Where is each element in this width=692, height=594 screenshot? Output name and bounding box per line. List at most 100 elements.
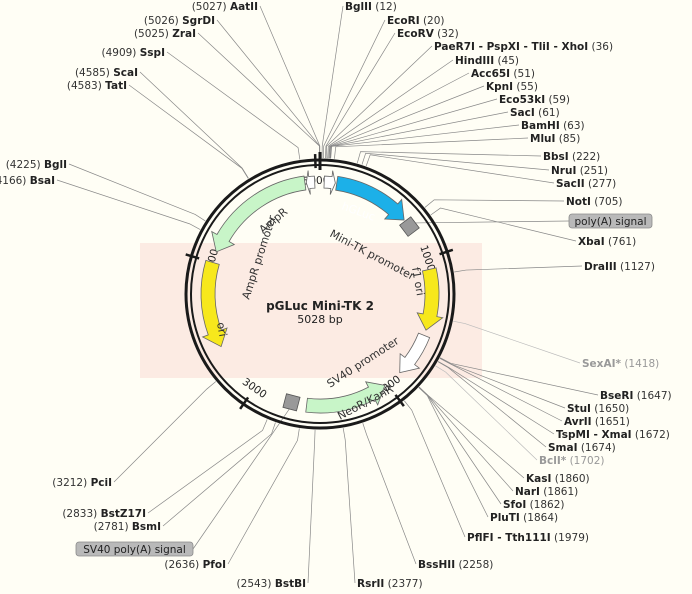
site-position: (1864) <box>520 512 558 524</box>
site-name: SspI <box>140 47 165 59</box>
leader-bcli <box>435 365 538 461</box>
site-aatii: (5027) AatII <box>192 1 258 13</box>
site-position: (1672) <box>632 429 670 441</box>
site-position: (32) <box>434 28 459 40</box>
site-position: (4166) <box>0 175 30 187</box>
site-kpni: KpnI (55) <box>486 81 538 93</box>
site-smai: SmaI (1674) <box>548 442 616 454</box>
leader-ecorv <box>325 32 396 159</box>
site-name: EcoRI <box>387 15 420 27</box>
site-label: SmaI (1674) <box>548 442 616 454</box>
site-name: PluTI <box>490 512 520 524</box>
site-name: BglI <box>44 159 67 171</box>
leader-bseri <box>440 357 599 396</box>
site-position: (1979) <box>551 532 589 544</box>
site-nrui: NruI (251) <box>551 165 608 177</box>
site-name: BseRI <box>600 390 633 402</box>
site-label: RsrII (2377) <box>357 578 423 590</box>
site-ecorv: EcoRV (32) <box>397 28 459 40</box>
site-name: ScaI <box>113 67 138 79</box>
site-position: (1702) <box>566 455 604 467</box>
site-label: Acc65I (51) <box>471 68 535 80</box>
site-name: MluI <box>530 133 555 145</box>
site-bsshii: BssHII (2258) <box>418 559 493 571</box>
site-bsmi: (2781) BsmI <box>94 521 161 533</box>
site-label: (4583) TatI <box>67 80 127 92</box>
leader-pluti <box>418 387 489 518</box>
site-sacii: SacII (277) <box>556 178 616 190</box>
site-position: (1647) <box>633 390 671 402</box>
tick-2000 <box>394 394 405 407</box>
site-position: (1127) <box>617 261 655 273</box>
site-position: (2258) <box>455 559 493 571</box>
site-label: (2636) PfoI <box>164 559 226 571</box>
site-name: PciI <box>91 477 112 489</box>
site-name: NruI <box>551 165 576 177</box>
site-position: (61) <box>535 107 560 119</box>
leader-pflfi-tth111i <box>404 400 466 538</box>
leader-eco53ki <box>329 98 498 159</box>
leader-mlui <box>334 137 529 159</box>
leader-bamhi <box>330 124 520 159</box>
site-pluti: PluTI (1864) <box>490 512 558 524</box>
site-sfoi: SfoI (1862) <box>503 499 565 511</box>
site-label: BssHII (2258) <box>418 559 493 571</box>
site-name: KasI <box>526 473 551 485</box>
plasmid-name: pGLuc Mini-TK 2 <box>266 299 374 313</box>
leader-xbai <box>430 207 577 242</box>
site-label: NotI (705) <box>566 196 623 208</box>
leader-avrii <box>439 357 563 422</box>
site-label: XbaI (761) <box>578 236 636 248</box>
site-label: SfoI (1862) <box>503 499 565 511</box>
leader-bglii <box>321 5 344 159</box>
site-name: BsaI <box>30 175 55 187</box>
boxed-label-text: SV40 poly(A) signal <box>83 544 186 556</box>
site-name: KpnI <box>486 81 513 93</box>
feature-mini-tk-promoter <box>323 170 336 195</box>
site-bglii: BglII (12) <box>345 1 397 13</box>
site-position: (1651) <box>592 416 630 428</box>
site-name: BsmI <box>132 521 161 533</box>
site-stui: StuI (1650) <box>567 403 629 415</box>
site-position: (222) <box>569 151 601 163</box>
site-position: (85) <box>555 133 580 145</box>
site-ecori: EcoRI (20) <box>387 15 445 27</box>
site-position: (5025) <box>134 28 172 40</box>
site-saci: SacI (61) <box>510 107 560 119</box>
site-label: (4909) SspI <box>101 47 165 59</box>
leader-saci <box>330 111 509 159</box>
site-label: BclI* (1702) <box>539 455 605 467</box>
site-position: (705) <box>591 196 623 208</box>
site-bstz17i: (2833) BstZ17I <box>62 508 146 520</box>
site-position: (1862) <box>526 499 564 511</box>
leader-scai <box>139 71 249 179</box>
site-pfoi: (2636) PfoI <box>164 559 226 571</box>
site-acc65i: Acc65I (51) <box>471 68 535 80</box>
site-position: (59) <box>545 94 570 106</box>
site-label: (2543) BstBI <box>237 578 306 590</box>
boxed-label-text: poly(A) signal <box>575 216 647 228</box>
site-position: (12) <box>372 1 397 13</box>
tick-1000 <box>439 248 454 256</box>
site-position: (251) <box>576 165 608 177</box>
site-label: NarI (1861) <box>515 486 578 498</box>
site-position: (36) <box>588 41 613 53</box>
leader-sacii <box>365 154 555 184</box>
site-position: (4225) <box>6 159 44 171</box>
site-position: (1650) <box>591 403 629 415</box>
leader-noti <box>424 199 565 208</box>
restriction-sites: (5027) AatII(5026) SgrDI(5025) ZraI(4909… <box>0 1 672 590</box>
site-label: DraIII (1127) <box>584 261 655 273</box>
site-bseri: BseRI (1647) <box>600 390 672 402</box>
leader-kpni <box>328 85 485 159</box>
site-label: KasI (1860) <box>526 473 590 485</box>
site-name: BclI* <box>539 455 567 467</box>
feature-sv40-promoter <box>399 332 431 374</box>
site-avrii: AvrII (1651) <box>564 416 630 428</box>
leader-tati <box>128 84 249 179</box>
site-label: KpnI (55) <box>486 81 538 93</box>
site-label: (2833) BstZ17I <box>62 508 146 520</box>
site-name: BamHI <box>521 120 560 132</box>
leader-bstbi <box>307 429 316 584</box>
